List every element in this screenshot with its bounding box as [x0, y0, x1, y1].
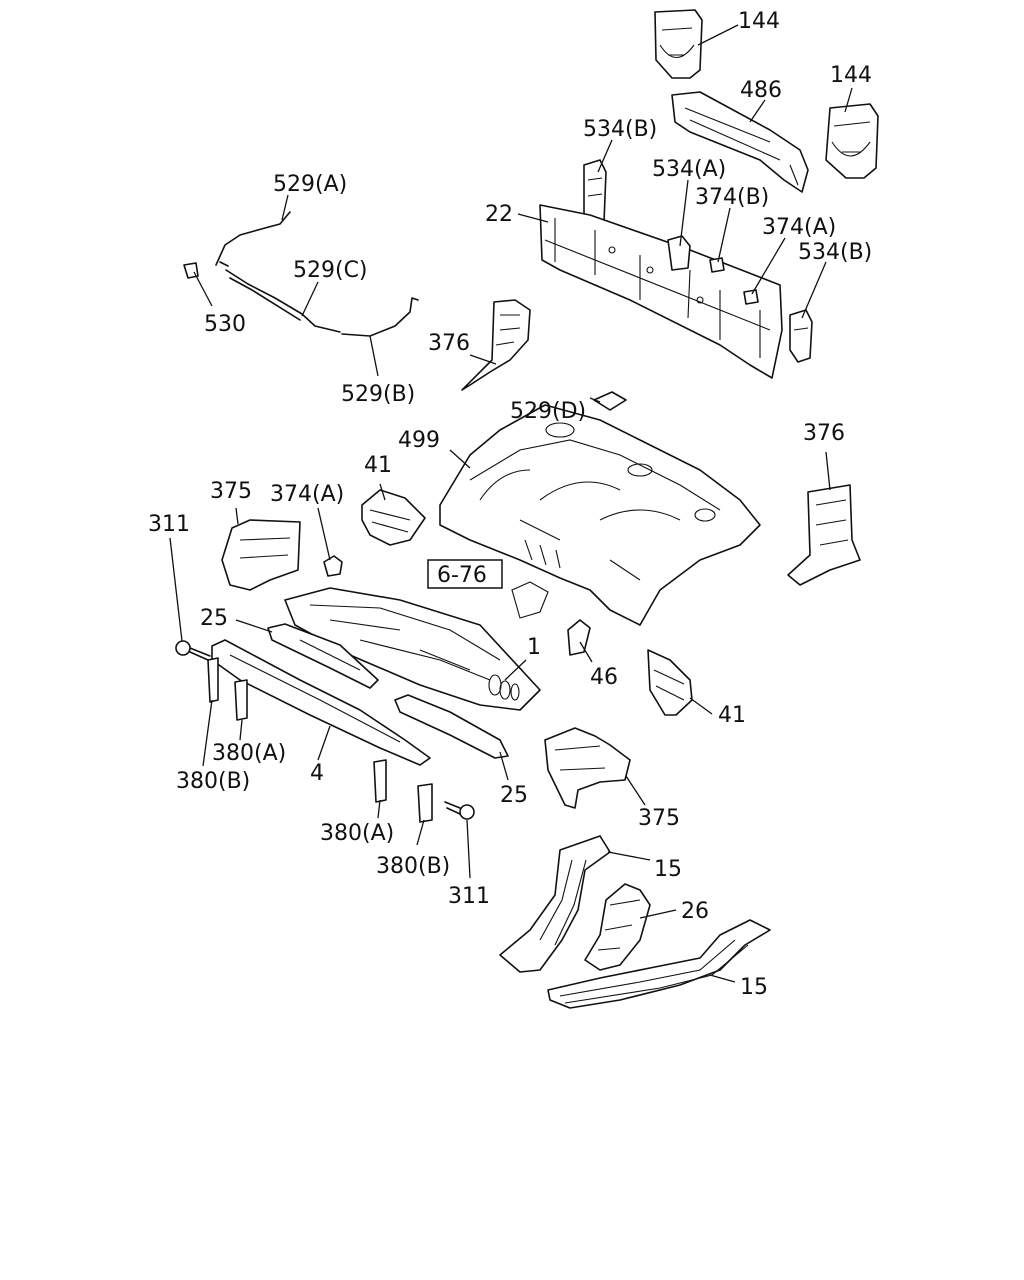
part-486-reinforcement: [671, 91, 809, 193]
label-380b-left: 380(B): [176, 769, 250, 794]
part-labels: 144 144 486 534(B) 534(A) 374(B) 374(A) …: [148, 9, 872, 1000]
label-15-right: 15: [740, 975, 768, 1000]
label-41-right: 41: [718, 703, 746, 728]
part-529a-bracket: [215, 211, 291, 267]
part-376-pillar-left: [461, 299, 531, 391]
label-374a-upper: 374(A): [762, 215, 836, 240]
label-530: 530: [204, 312, 246, 337]
label-144-right: 144: [830, 63, 872, 88]
part-529d-bracket: [593, 391, 627, 411]
part-499-rear-floor-panel: [439, 404, 761, 626]
part-529c-bracket: [225, 269, 341, 333]
part-144-bracket-right: [825, 103, 879, 179]
part-380a-clip-left: [234, 679, 248, 721]
part-375-bracket-left: [221, 519, 301, 591]
part-26-bracket: [584, 883, 651, 971]
label-376-left: 376: [428, 331, 470, 356]
label-374a-lower: 374(A): [270, 482, 344, 507]
label-4: 4: [310, 761, 324, 786]
label-380a-left: 380(A): [212, 741, 286, 766]
label-26: 26: [681, 899, 709, 924]
label-375-right: 375: [638, 806, 680, 831]
part-311-bolt-right: [444, 801, 475, 820]
part-375-bracket-right: [544, 727, 631, 809]
part-374a-nut-upper: [743, 289, 759, 305]
part-380b-clip-center: [417, 783, 433, 823]
label-41-left: 41: [364, 453, 392, 478]
label-534b-right: 534(B): [798, 240, 872, 265]
part-15-frame-rail-left: [499, 835, 611, 973]
part-25-rail-upper: [267, 623, 379, 689]
part-380a-clip-center: [373, 759, 387, 803]
label-499: 499: [398, 428, 440, 453]
label-529d: 529(D): [510, 399, 586, 424]
label-380a-center: 380(A): [320, 821, 394, 846]
label-375-left: 375: [210, 479, 252, 504]
label-529b: 529(B): [341, 382, 415, 407]
part-4-rail: [211, 639, 431, 766]
ref-6-76-outline: [511, 581, 549, 619]
part-374b-nut: [709, 257, 725, 273]
part-376-pillar-right: [787, 484, 861, 586]
label-486: 486: [740, 78, 782, 103]
label-1: 1: [527, 635, 541, 660]
label-311-right: 311: [448, 884, 490, 909]
part-534b-bracket-right: [789, 309, 813, 363]
label-6-76: 6-76: [437, 563, 487, 588]
part-380b-clip-left: [207, 657, 219, 703]
part-374a-nut-lower: [323, 555, 343, 577]
label-529a: 529(A): [273, 172, 347, 197]
leader-lines: [169, 24, 853, 983]
ref-6-76-box: [427, 559, 503, 589]
label-529c: 529(C): [293, 258, 368, 283]
part-46-bracket: [567, 619, 591, 656]
label-25-lower: 25: [500, 783, 528, 808]
part-534a-bracket: [667, 235, 691, 271]
part-15-frame-rail-right: [547, 919, 771, 1009]
part-311-bolt-left: [175, 640, 211, 661]
label-311-left: 311: [148, 512, 190, 537]
label-380b-center: 380(B): [376, 854, 450, 879]
label-25-upper: 25: [200, 606, 228, 631]
label-534b-left: 534(B): [583, 117, 657, 142]
part-529b-bracket: [341, 297, 419, 337]
part-25-rail-lower: [394, 694, 509, 759]
label-22: 22: [485, 202, 513, 227]
part-22-cross-member: [539, 204, 783, 379]
part-41-bracket-right: [647, 649, 693, 716]
label-534a: 534(A): [652, 157, 726, 182]
part-41-bracket-left: [361, 489, 426, 546]
label-46: 46: [590, 665, 618, 690]
label-144-top: 144: [738, 9, 780, 34]
label-376-right: 376: [803, 421, 845, 446]
label-374b: 374(B): [695, 185, 769, 210]
label-15-left: 15: [654, 857, 682, 882]
part-144-bracket-top: [654, 9, 703, 79]
